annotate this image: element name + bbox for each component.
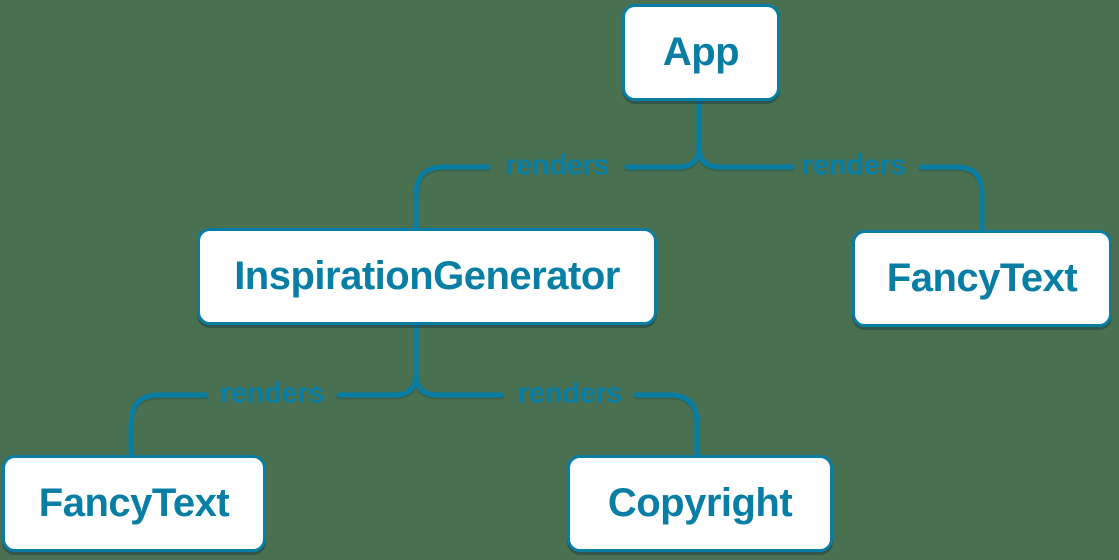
node-label: FancyText <box>38 481 230 525</box>
node-copyright: Copyright <box>567 455 833 552</box>
node-label: Copyright <box>607 481 793 525</box>
node-label: FancyText <box>886 256 1078 300</box>
edge-label-renders: renders <box>801 149 907 182</box>
node-label: App <box>662 30 740 74</box>
edge-label-renders: renders <box>517 377 623 410</box>
edge-app-to-fancytext <box>696 144 985 233</box>
node-app: App <box>622 4 780 101</box>
edge-label-renders: renders <box>504 149 610 182</box>
edge-label-renders: renders <box>219 377 325 410</box>
node-fancy-text-left: FancyText <box>2 455 266 552</box>
node-label: InspirationGenerator <box>234 254 620 298</box>
node-inspiration-generator: InspirationGenerator <box>197 228 657 325</box>
node-fancy-text-right: FancyText <box>852 230 1112 327</box>
edge-inspirationgenerator-to-copyright <box>413 371 700 458</box>
